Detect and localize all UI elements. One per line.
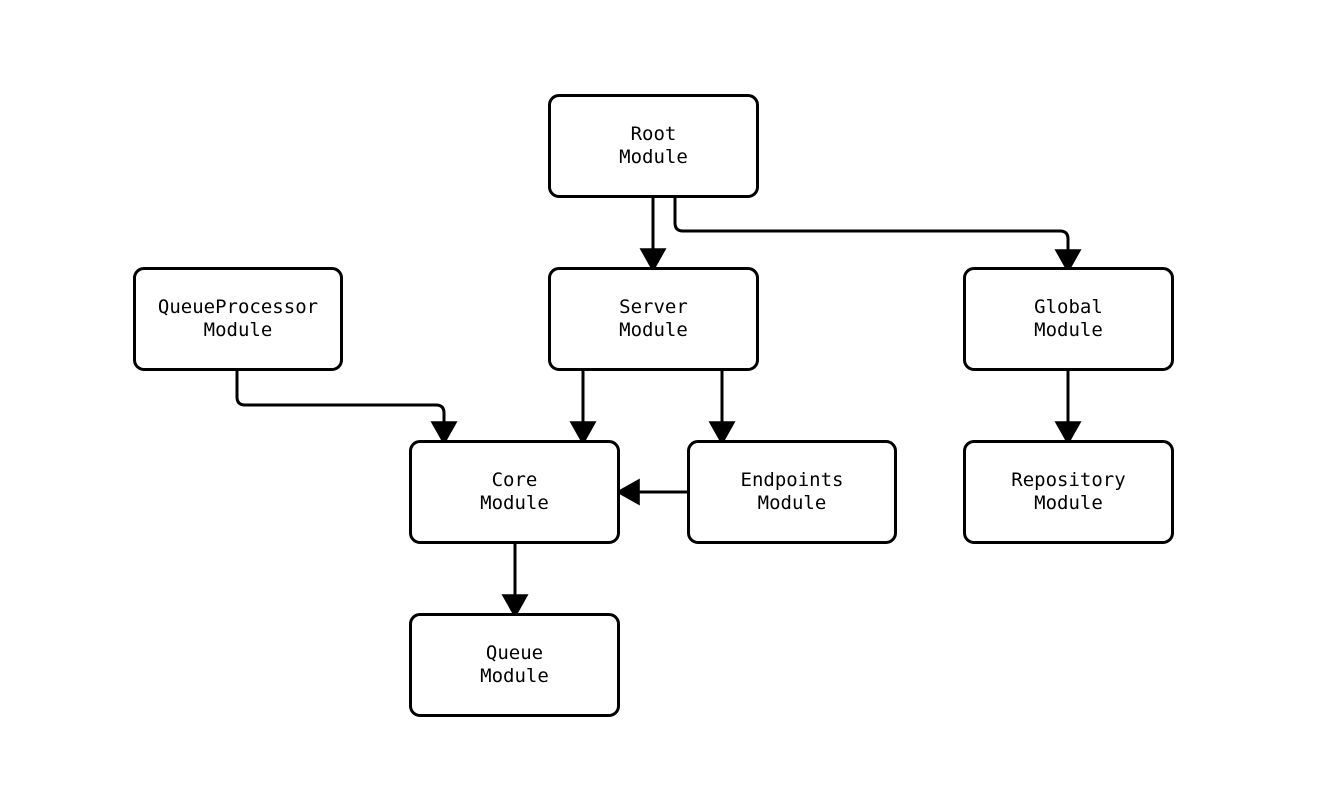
node-queue-module-sublabel: Module [480, 665, 549, 687]
node-endpoints-module-sublabel: Module [757, 492, 827, 514]
edge-queueprocessor-core [235, 371, 458, 446]
node-core-module[interactable]: Core Module [409, 440, 620, 544]
node-repository-module[interactable]: Repository Module [963, 440, 1174, 544]
node-endpoints-module[interactable]: Endpoints Module [687, 440, 897, 544]
node-queueprocessor-module[interactable]: QueueProcessor Module [133, 267, 343, 371]
node-global-module-label: Global [1034, 296, 1103, 318]
node-server-module-sublabel: Module [619, 319, 688, 341]
node-root-module[interactable]: Root Module [548, 94, 759, 198]
node-core-module-sublabel: Module [480, 492, 549, 514]
node-core-module-label: Core [491, 469, 538, 491]
node-queueprocessor-module-sublabel: Module [203, 319, 273, 341]
node-global-module-sublabel: Module [1034, 319, 1103, 341]
node-repository-module-label: Repository [1011, 469, 1126, 491]
node-endpoints-module-label: Endpoints [740, 469, 844, 491]
node-queue-module[interactable]: Queue Module [409, 613, 620, 717]
node-queueprocessor-module-label: QueueProcessor [157, 296, 319, 318]
node-server-module-label: Server [619, 296, 688, 318]
node-repository-module-sublabel: Module [1034, 492, 1103, 514]
node-root-module-sublabel: Module [619, 146, 688, 168]
edge-root-global [673, 198, 1082, 274]
node-root-module-label: Root [630, 123, 677, 145]
node-queue-module-label: Queue [485, 642, 544, 664]
node-server-module[interactable]: Server Module [548, 267, 759, 371]
node-global-module[interactable]: Global Module [963, 267, 1174, 371]
